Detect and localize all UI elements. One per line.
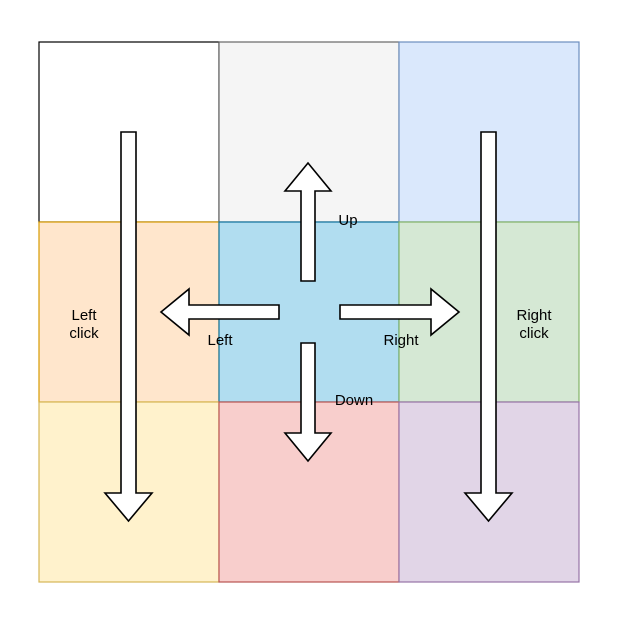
label-left-click-line2: click (69, 325, 99, 342)
arrow-left-icon (159, 287, 280, 337)
label-left-click: Left click (54, 307, 114, 343)
label-left: Left (207, 332, 233, 349)
label-left-click-line1: Left (71, 307, 97, 324)
label-down: Down (334, 392, 374, 409)
label-right: Right (383, 332, 419, 349)
arrow-right-icon (339, 287, 461, 337)
arrow-left-click-down-icon (103, 131, 154, 523)
label-right-click: Right click (504, 307, 564, 343)
arrow-right-click-down-icon (463, 131, 514, 523)
label-right-click-line1: Right (516, 307, 552, 324)
label-right-click-line2: click (519, 325, 549, 342)
arrow-down-icon (283, 342, 333, 463)
label-up: Up (338, 212, 358, 229)
arrow-up-icon (283, 161, 333, 282)
